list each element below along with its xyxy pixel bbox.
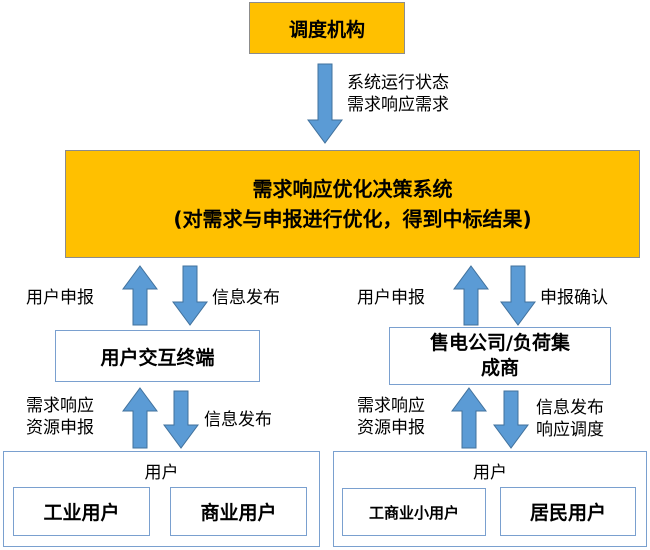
- residential-user-label: 居民用户: [529, 502, 606, 524]
- decision-system-box: 需求响应优化决策系统 (对需求与申报进行优化，得到中标结果): [65, 150, 640, 258]
- industrial-user-box: 工业用户: [13, 487, 150, 536]
- lower-right-down-line2: 响应调度: [536, 420, 604, 440]
- small-commercial-user-label: 工商业小用户: [368, 503, 459, 522]
- right-down-label: 申报确认: [540, 288, 608, 308]
- lower-left-up-label: 需求响应 资源申报: [26, 395, 94, 439]
- small-commercial-user-box: 工商业小用户: [342, 488, 486, 536]
- retailer-aggregator-line2: 成商: [480, 357, 519, 379]
- top-edge-line2: 需求响应需求: [347, 95, 449, 115]
- user-terminal-box: 用户交互终端: [55, 330, 260, 382]
- lower-left-up-line1: 需求响应: [26, 396, 94, 416]
- commercial-user-box: 商业用户: [170, 487, 307, 536]
- lower-right-down-line1: 信息发布: [536, 398, 604, 418]
- commercial-user-label: 商业用户: [200, 502, 277, 524]
- left-down-label: 信息发布: [212, 288, 280, 308]
- right-user-group: 用户 工商业小用户 居民用户: [333, 451, 647, 547]
- lower-right-up-label: 需求响应 资源申报: [357, 395, 425, 439]
- decision-system-subtitle: (对需求与申报进行优化，得到中标结果): [173, 207, 532, 231]
- lower-left-down-label: 信息发布: [204, 410, 272, 430]
- arrow-retailer-to-system: [453, 265, 489, 326]
- dispatch-agency-label: 调度机构: [288, 18, 365, 41]
- left-up-label: 用户申报: [26, 288, 94, 308]
- dispatch-agency-box: 调度机构: [249, 2, 405, 54]
- arrow-retailer-to-users: [493, 390, 529, 449]
- decision-system-title: 需求响应优化决策系统: [252, 177, 453, 201]
- right-up-label: 用户申报: [357, 288, 425, 308]
- lower-right-up-line1: 需求响应: [357, 396, 425, 416]
- user-terminal-label: 用户交互终端: [100, 346, 215, 369]
- lower-right-up-line2: 资源申报: [357, 418, 425, 438]
- arrow-system-to-retailer: [500, 265, 536, 326]
- top-edge-line1: 系统运行状态: [347, 73, 449, 93]
- residential-user-box: 居民用户: [500, 487, 636, 536]
- arrow-users-to-retailer: [451, 387, 487, 449]
- left-user-group-title: 用户: [144, 463, 179, 483]
- retailer-aggregator-box: 售电公司/负荷集 成商: [389, 327, 611, 385]
- arrow-users-to-terminal: [122, 387, 158, 449]
- left-user-group: 用户 工业用户 商业用户: [3, 451, 320, 547]
- lower-right-down-label: 信息发布 响应调度: [536, 397, 604, 441]
- right-user-group-title: 用户: [473, 463, 507, 483]
- industrial-user-label: 工业用户: [43, 502, 120, 524]
- arrow-terminal-to-users: [163, 390, 199, 449]
- retailer-aggregator-line1: 售电公司/负荷集: [430, 332, 570, 354]
- arrow-dispatch-to-system: [307, 63, 343, 144]
- arrow-terminal-to-system: [122, 265, 158, 326]
- top-edge-label: 系统运行状态 需求响应需求: [347, 72, 449, 116]
- lower-left-up-line2: 资源申报: [26, 418, 94, 438]
- arrow-system-to-terminal: [172, 265, 208, 326]
